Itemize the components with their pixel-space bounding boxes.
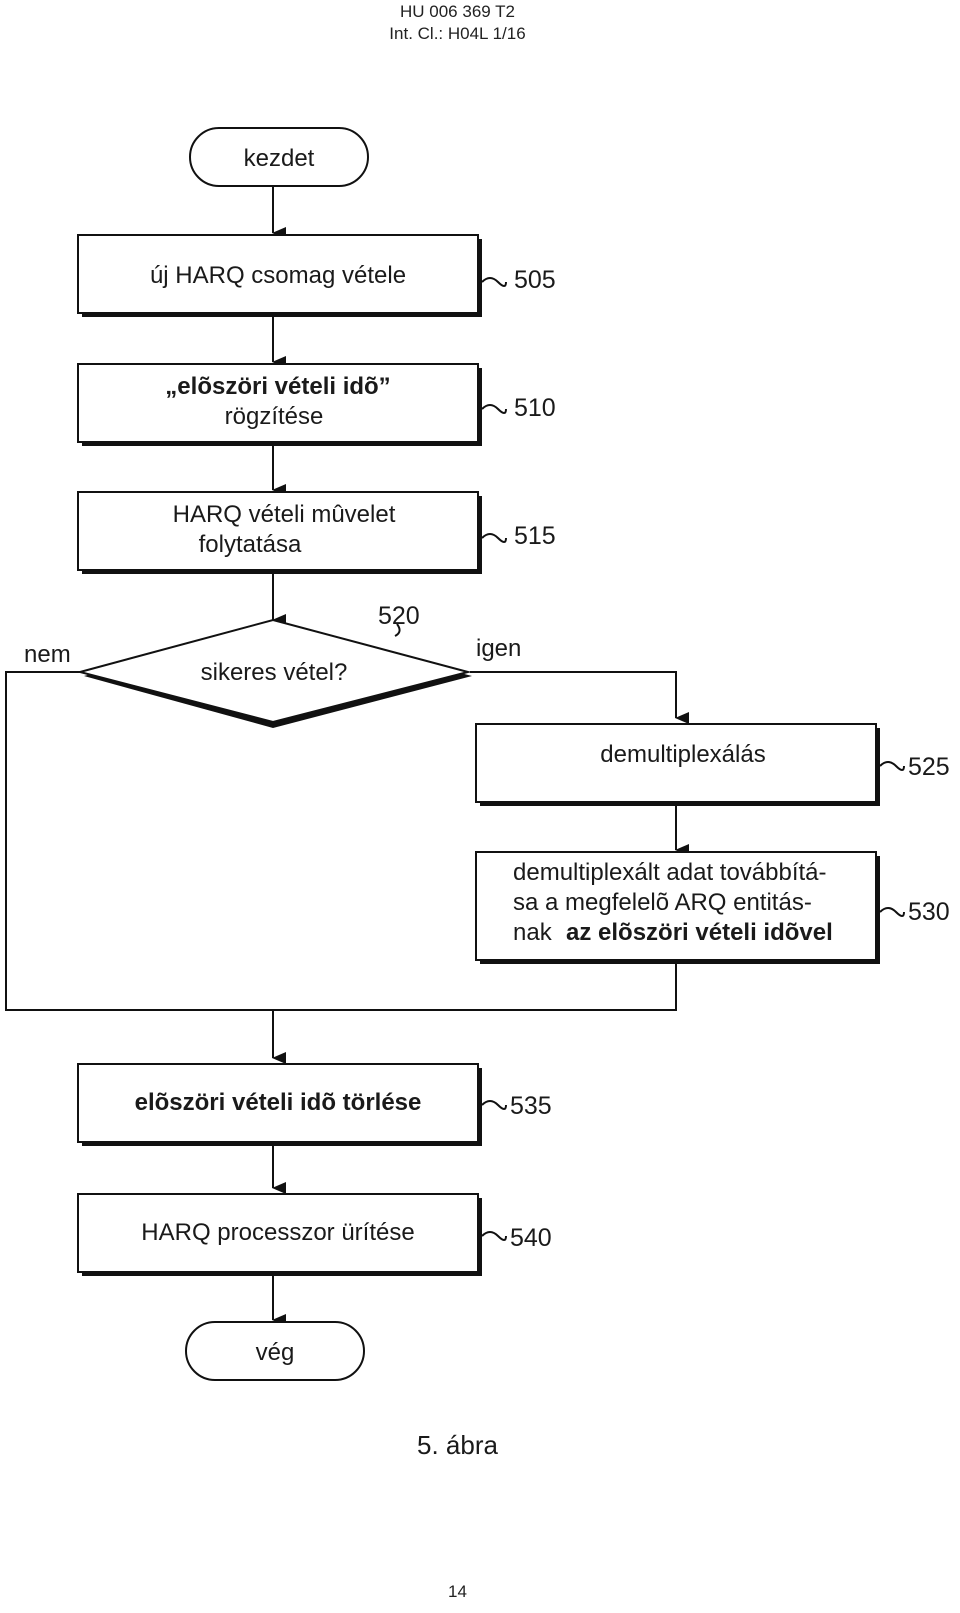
document-number: HU 006 369 T2 bbox=[400, 2, 515, 21]
box-510 bbox=[77, 363, 479, 443]
connector-yes-525 bbox=[470, 671, 689, 724]
start-label: kezdet bbox=[244, 145, 315, 172]
box-530 bbox=[475, 851, 877, 961]
ref-515: 515 bbox=[514, 522, 556, 550]
box-540-label: HARQ processzor ürítése bbox=[141, 1219, 414, 1246]
page-number: 14 bbox=[448, 1582, 467, 1601]
box-510-line2: rögzítése bbox=[225, 403, 324, 430]
ref-505: 505 bbox=[514, 266, 556, 294]
box-535 bbox=[77, 1063, 479, 1143]
connector-loop bbox=[5, 671, 677, 1011]
ref-520: 520 bbox=[378, 602, 420, 630]
leader-530 bbox=[879, 907, 905, 917]
leader-515 bbox=[481, 533, 507, 543]
branch-no-label: nem bbox=[24, 641, 71, 668]
box-505 bbox=[77, 234, 479, 314]
ref-540: 540 bbox=[510, 1224, 552, 1252]
box-530-line3a: nak bbox=[513, 919, 553, 946]
ref-530: 530 bbox=[908, 898, 950, 926]
ref-535: 535 bbox=[510, 1092, 552, 1120]
box-525-label: demultiplexálás bbox=[600, 741, 765, 768]
classification: Int. Cl.: H04L 1/16 bbox=[389, 24, 526, 43]
box-505-label: új HARQ csomag vétele bbox=[150, 262, 406, 289]
leader-535 bbox=[481, 1100, 507, 1110]
box-540 bbox=[77, 1193, 479, 1273]
figure-caption: 5. ábra bbox=[417, 1430, 498, 1460]
box-530-line2: sa a megfelelõ ARQ entitás- bbox=[513, 889, 812, 916]
box-515 bbox=[77, 491, 479, 571]
end-terminal bbox=[185, 1321, 365, 1381]
branch-yes-label: igen bbox=[476, 635, 521, 662]
ref-510: 510 bbox=[514, 394, 556, 422]
box-525 bbox=[475, 723, 877, 803]
ref-525: 525 bbox=[908, 753, 950, 781]
leader-540 bbox=[481, 1231, 507, 1241]
decision-520-label: sikeres vétel? bbox=[201, 659, 348, 686]
end-label: vég bbox=[256, 1339, 295, 1366]
leader-520 bbox=[394, 623, 401, 637]
box-530-line3b: az elõszöri vételi idõvel bbox=[566, 919, 833, 946]
box-515-line2: folytatása bbox=[199, 531, 302, 558]
box-510-line1: „elõszöri vételi idõ” bbox=[165, 373, 390, 400]
box-515-line1: HARQ vételi mûvelet bbox=[173, 501, 396, 528]
start-terminal bbox=[189, 127, 369, 187]
box-530-line1: demultiplexált adat továbbítá- bbox=[513, 859, 827, 886]
decision-520 bbox=[76, 618, 472, 724]
leader-525 bbox=[879, 761, 905, 771]
leader-510 bbox=[481, 404, 507, 414]
leader-505 bbox=[481, 277, 507, 287]
box-535-label: elõszöri vételi idõ törlése bbox=[135, 1089, 422, 1116]
